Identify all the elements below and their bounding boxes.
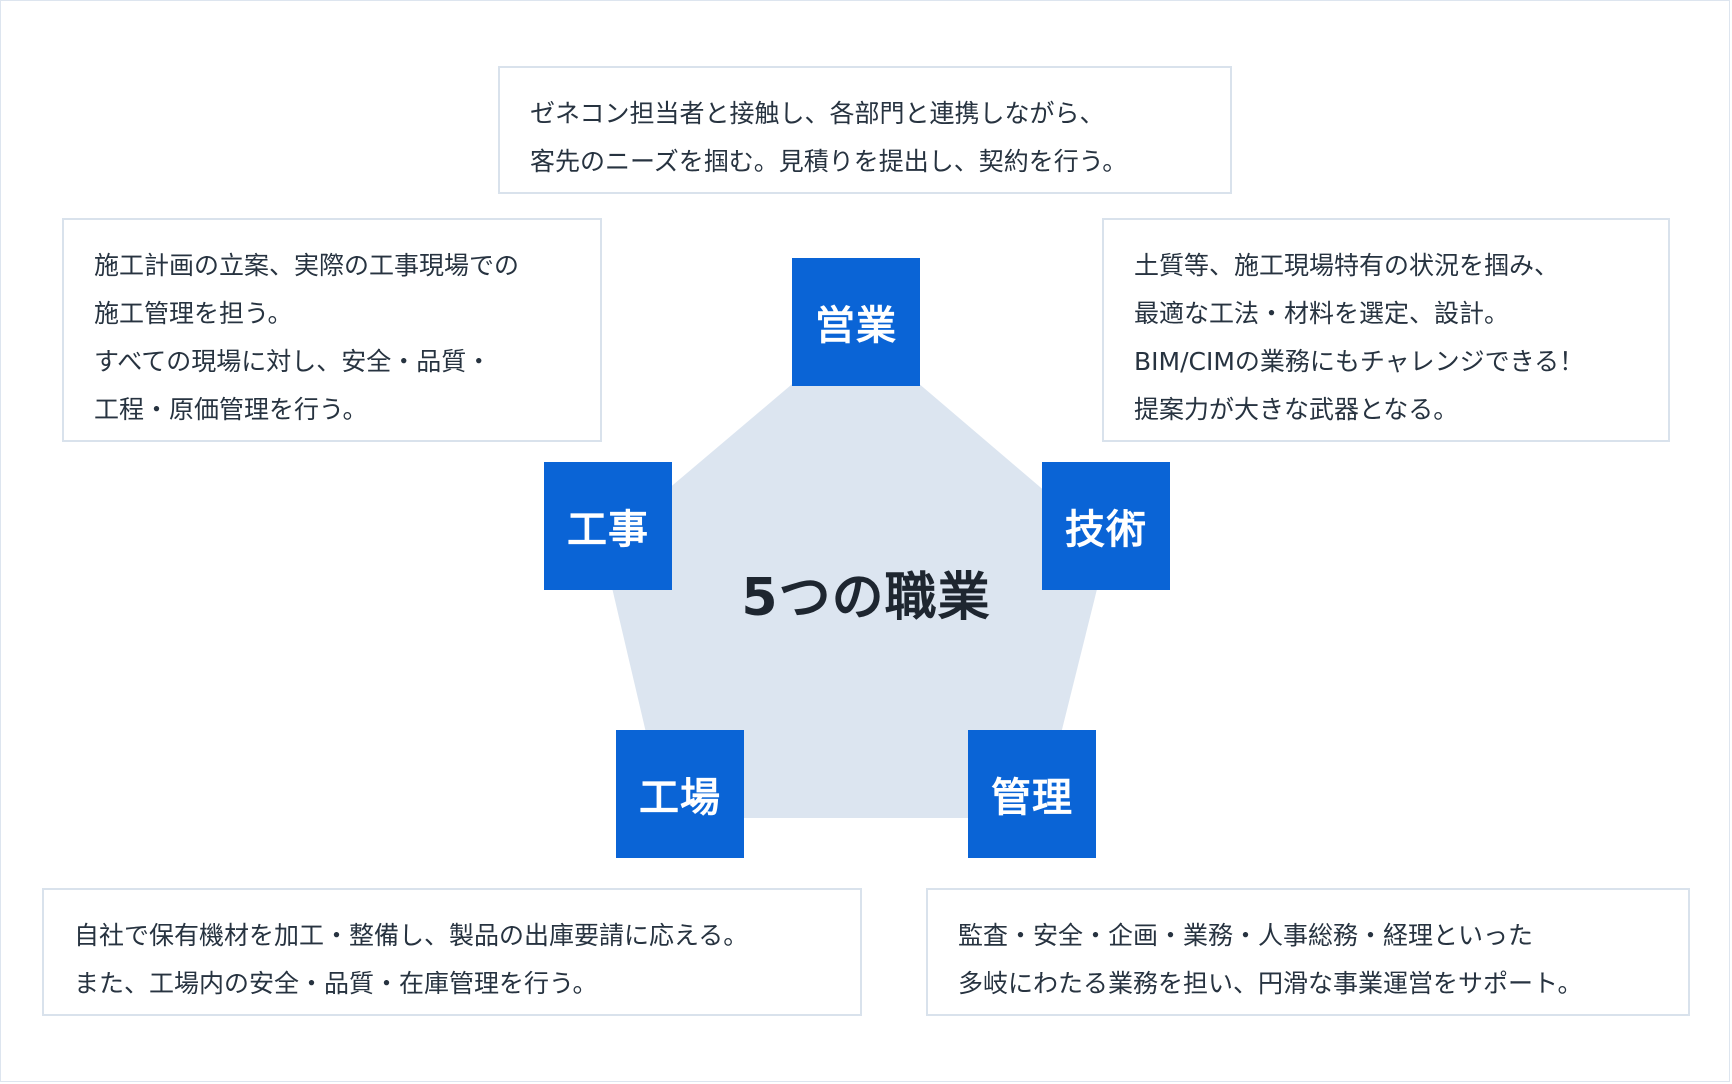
description-line: 土質等、施工現場特有の状況を掴み、: [1134, 251, 1560, 280]
description-card-kojo: 自社で保有機材を加工・整備し、製品の出庫要請に応える。 また、工場内の安全・品質…: [42, 888, 862, 1016]
description-line: 最適な工法・材料を選定、設計。: [1134, 299, 1510, 328]
role-box-kanri: 管理: [968, 730, 1096, 858]
description-card-kanri: 監査・安全・企画・業務・人事総務・経理といった 多岐にわたる業務を担い、円滑な事…: [926, 888, 1690, 1016]
description-card-koji: 施工計画の立案、実際の工事現場での 施工管理を担う。 すべての現場に対し、安全・…: [62, 218, 602, 442]
description-card-gijutsu: 土質等、施工現場特有の状況を掴み、 最適な工法・材料を選定、設計。 BIM/CI…: [1102, 218, 1670, 442]
description-line: 施工計画の立案、実際の工事現場での: [94, 251, 520, 280]
description-line: BIM/CIMの業務にもチャレンジできる！: [1134, 347, 1585, 376]
description-line: 客先のニーズを掴む。見積りを提出し、契約を行う。: [530, 147, 1128, 176]
role-box-koji: 工事: [544, 462, 672, 590]
description-line: 監査・安全・企画・業務・人事総務・経理といった: [958, 921, 1534, 950]
description-line: すべての現場に対し、安全・品質・: [94, 347, 492, 376]
description-line: ゼネコン担当者と接触し、各部門と連携しながら、: [530, 99, 1105, 128]
description-line: 工程・原価管理を行う。: [94, 395, 368, 424]
role-box-gijutsu: 技術: [1042, 462, 1170, 590]
description-line: 自社で保有機材を加工・整備し、製品の出庫要請に応える。: [74, 921, 749, 950]
role-box-kojo: 工場: [616, 730, 744, 858]
description-card-eigyo: ゼネコン担当者と接触し、各部門と連携しながら、 客先のニーズを掴む。見積りを提出…: [498, 66, 1232, 194]
description-line: 施工管理を担う。: [94, 299, 293, 328]
description-line: また、工場内の安全・品質・在庫管理を行う。: [74, 969, 598, 998]
center-title: 5つの職業: [741, 568, 991, 628]
description-line: 多岐にわたる業務を担い、円滑な事業運営をサポート。: [958, 969, 1583, 998]
description-line: 提案力が大きな武器となる。: [1134, 395, 1459, 424]
role-box-eigyo: 営業: [792, 258, 920, 386]
